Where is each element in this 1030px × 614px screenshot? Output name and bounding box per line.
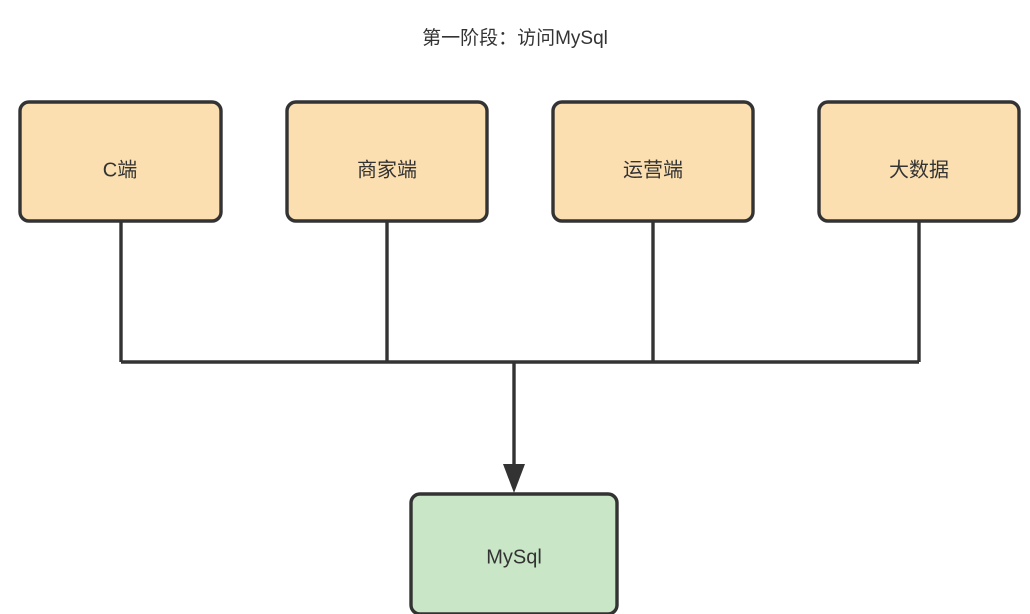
node-box-c-duan[interactable] [18,100,223,223]
node-label-c-duan: C端 [103,158,137,181]
edge-group [119,221,921,493]
node-label-dashuju: 大数据 [889,158,949,181]
node-box-shangjia-duan[interactable] [285,100,489,223]
node-shangjia-duan[interactable]: 商家端 [285,100,489,223]
node-label-yunying-duan: 运营端 [623,158,683,181]
node-box-dashuju[interactable] [817,100,1021,223]
node-label-shangjia-duan: 商家端 [357,158,417,181]
node-yunying-duan[interactable]: 运营端 [551,100,755,223]
node-box-yunying-duan[interactable] [551,100,755,223]
node-label-mysql: MySql [486,546,542,568]
page-title: 第一阶段：访问MySql [422,27,608,49]
node-dashuju[interactable]: 大数据 [817,100,1021,223]
connector-arrow-head [503,464,525,493]
node-box-mysql[interactable] [409,492,619,614]
node-mysql[interactable]: MySql [409,492,619,614]
node-c-duan[interactable]: C端 [18,100,223,223]
